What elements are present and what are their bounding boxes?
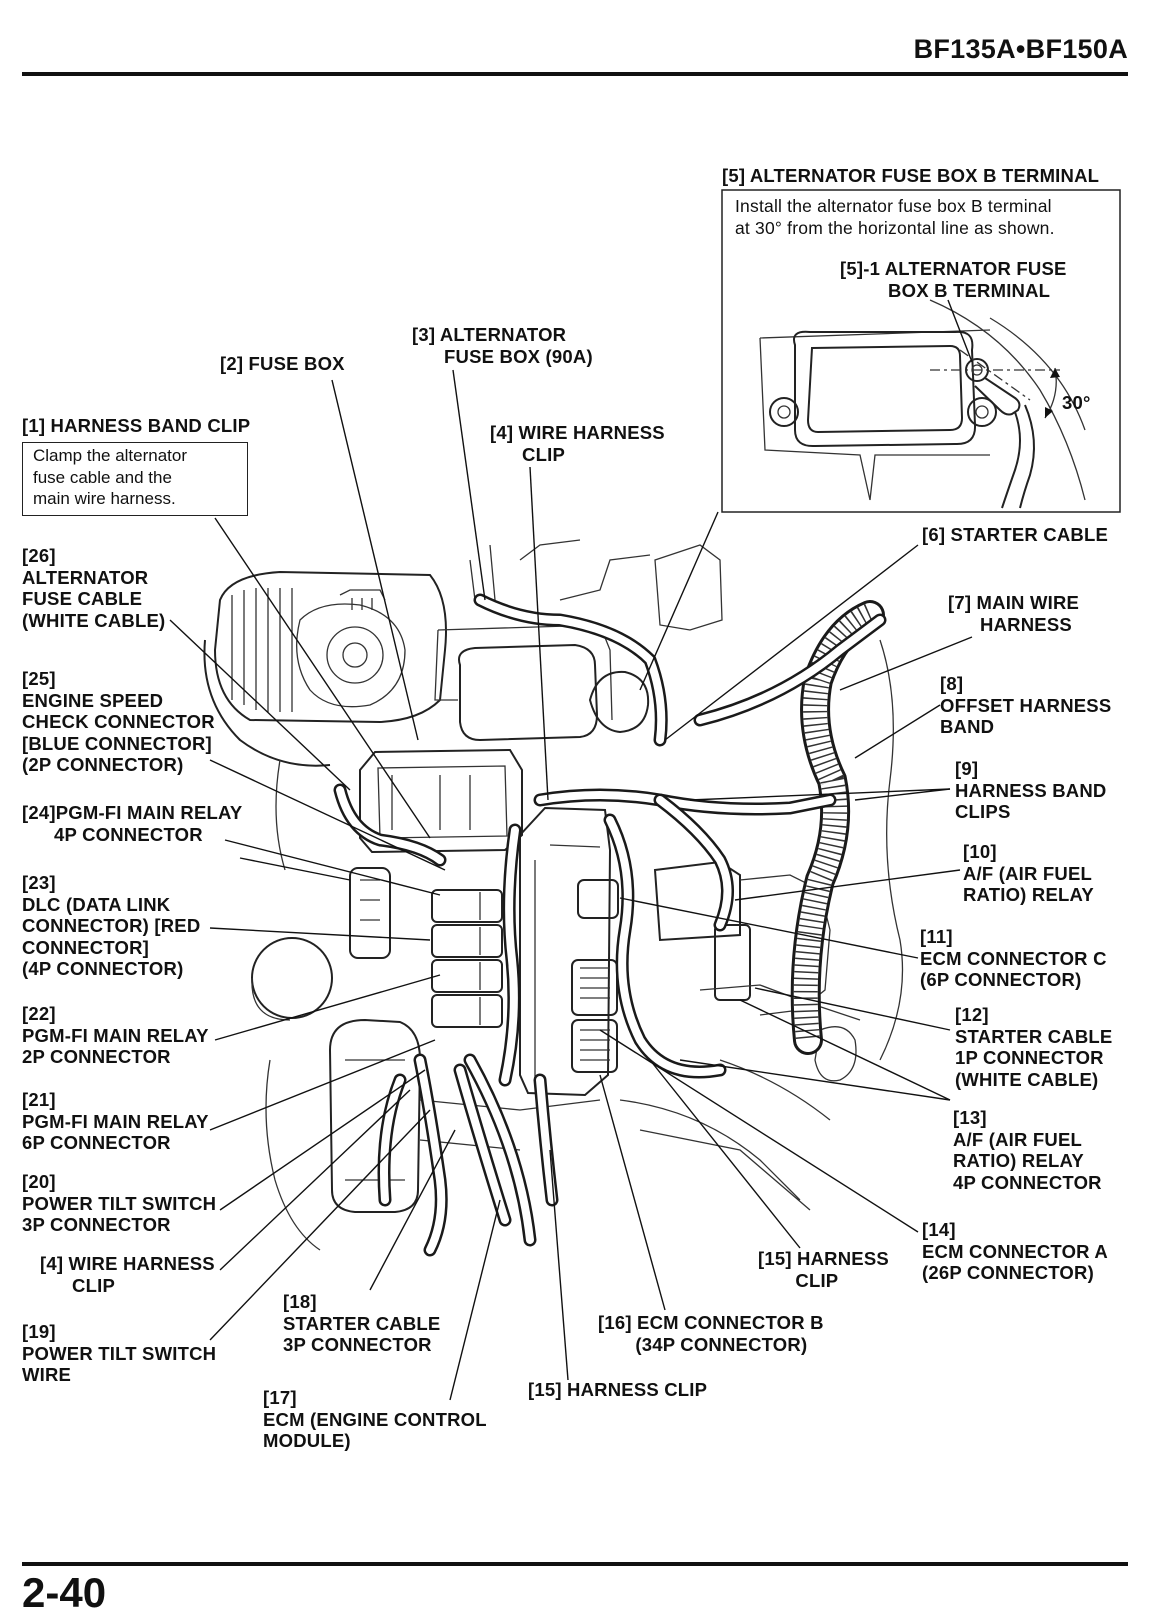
label-fuse-box: [2] FUSE BOX (220, 353, 345, 374)
label-power-tilt-switch-wire: [19] POWER TILT SWITCH WIRE (22, 1321, 217, 1385)
label-main-relay-2p: [22] PGM-FI MAIN RELAY 2P CONNECTOR (22, 1003, 209, 1067)
inset-instruction: Install the alternator fuse box B termin… (735, 196, 1055, 238)
label-af-relay: [10] A/F (AIR FUEL RATIO) RELAY (963, 841, 1094, 905)
label-starter-cable: [6] STARTER CABLE (922, 524, 1108, 545)
label-ecm-connector-b: [16] ECM CONNECTOR B (34P CONNECTOR) (598, 1312, 824, 1355)
engine-drawing (203, 539, 904, 1251)
inset-fuse-box-drawing (759, 299, 1086, 509)
label-wire-harness-clip-bottom: [4] WIRE HARNESS CLIP (40, 1253, 215, 1296)
inset-frame (721, 189, 1121, 513)
leader-lines (169, 369, 973, 1401)
label-af-relay-4p: [13] A/F (AIR FUEL RATIO) RELAY 4P CONNE… (953, 1107, 1102, 1193)
page-header-model: BF135A•BF150A (913, 34, 1128, 64)
label-ecm-connector-c: [11] ECM CONNECTOR C (6P CONNECTOR) (920, 926, 1107, 990)
harness-band-clip-note: Clamp the alternator fuse cable and the … (22, 442, 248, 516)
label-ecm: [17] ECM (ENGINE CONTROL MODULE) (263, 1387, 487, 1451)
label-starter-cable-1p: [12] STARTER CABLE 1P CONNECTOR (WHITE C… (955, 1004, 1113, 1090)
label-harness-clip-bottom: [15] HARNESS CLIP (528, 1379, 708, 1400)
label-alternator-fuse-cable: [26] ALTERNATOR FUSE CABLE (WHITE CABLE) (22, 545, 166, 631)
label-main-wire-harness: [7] MAIN WIRE HARNESS (948, 592, 1080, 635)
label-main-relay-4p: [24]PGM-FI MAIN RELAY 4P CONNECTOR (22, 802, 243, 845)
label-power-tilt-switch-3p: [20] POWER TILT SWITCH 3P CONNECTOR (22, 1171, 217, 1235)
inset-title: [5] ALTERNATOR FUSE BOX B TERMINAL (722, 165, 1100, 186)
label-harness-clip-right: [15] HARNESS CLIP (758, 1248, 889, 1291)
inset-angle-label: 30° (1062, 392, 1091, 413)
label-dlc-connector: [23] DLC (DATA LINK CONNECTOR) [RED CONN… (22, 872, 201, 979)
label-wire-harness-clip-top: [4] WIRE HARNESS CLIP (490, 422, 665, 465)
inset-sub-label: [5]-1 ALTERNATOR FUSE BOX B TERMINAL (840, 258, 1067, 301)
label-harness-band-clips: [9] HARNESS BAND CLIPS (955, 758, 1107, 822)
label-harness-band-clip: [1] HARNESS BAND CLIP (22, 415, 251, 436)
page-number: 2-40 (22, 1569, 107, 1616)
label-main-relay-6p: [21] PGM-FI MAIN RELAY 6P CONNECTOR (22, 1089, 209, 1153)
label-ecm-connector-a: [14] ECM CONNECTOR A (26P CONNECTOR) (922, 1219, 1108, 1283)
header-rule (22, 72, 1128, 76)
footer-rule (22, 1562, 1128, 1566)
main-wire-harness-drawing (790, 600, 885, 1055)
label-engine-speed-check-connector: [25] ENGINE SPEED CHECK CONNECTOR [BLUE … (22, 668, 215, 775)
harness-runs (333, 593, 887, 1257)
label-offset-harness-band: [8] OFFSET HARNESS BAND (940, 673, 1112, 737)
label-starter-cable-3p: [18] STARTER CABLE 3P CONNECTOR (283, 1291, 441, 1355)
label-alternator-fuse-box: [3] ALTERNATOR FUSE BOX (90A) (412, 324, 593, 367)
